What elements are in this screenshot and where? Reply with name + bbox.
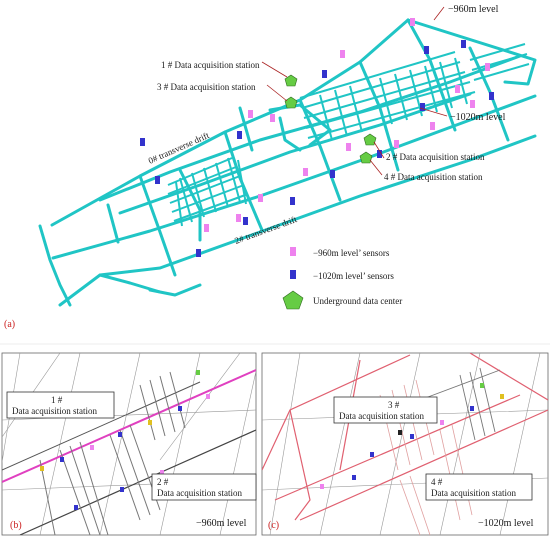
box-3-number: 3 # [388,400,400,410]
panel-b-level: −960m level [196,518,247,529]
panel-b-box-1: 1 # Data acquisition station [6,391,115,419]
legend-label-1020: −1020m level’ sensors [313,271,394,281]
tunnel-network [38,18,537,307]
box-1-text: Data acquisition station [12,406,97,416]
data-centers [284,74,377,164]
box-1-number: 1 # [51,395,63,405]
station-4-label: 4 # Data acquisition station [384,172,483,182]
box-4-number: 4 # [431,477,443,487]
stope-zone-left [167,157,249,227]
sensors-960 [204,18,490,232]
station-2-label: 2 # Data acquisition station [386,152,485,162]
panel-a-tag: (a) [4,319,15,330]
box-2-number: 2 # [157,477,169,487]
panel-c-box-4: 4 # Data acquisition station [425,473,533,501]
legend-swatch-960 [290,247,296,256]
station-4-marker [359,151,373,164]
panel-c: 3 # Data acquisition station 4 # Data ac… [261,352,549,536]
station-3-label: 3 # Data acquisition station [157,82,256,92]
panel-c-tag: (c) [268,520,279,531]
legend-label-960: −960m level’ sensors [313,248,390,258]
panel-b-tag: (b) [10,520,22,531]
station-1-marker [284,74,298,87]
legend-swatch-1020 [290,270,296,279]
panel-b: 1 # Data acquisition station 2 # Data ac… [1,352,257,536]
panel-c-level: −1020m level [478,518,534,529]
station-2-marker [363,133,377,146]
box-4-text: Data acquisition station [431,488,516,498]
level-1020-label: −1020m level [450,112,506,123]
legend: −960m level’ sensors −1020m level’ senso… [282,247,402,310]
legend-swatch-center [282,290,304,310]
sensors-1020 [140,40,494,257]
panel-c-box-3: 3 # Data acquisition station [333,396,438,424]
callout-lines [261,6,448,176]
panel-a: −960m level −1020m level 1 # Data acquis… [4,4,537,330]
panel-b-sensors [40,370,210,510]
stope-zone-right [299,43,530,141]
box-2-text: Data acquisition station [157,488,242,498]
panel-b-box-2: 2 # Data acquisition station [151,473,257,501]
station-1-label: 1 # Data acquisition station [161,60,260,70]
level-960-label: −960m level [448,4,499,15]
box-3-text: Data acquisition station [339,411,424,421]
panel-c-sensors [320,383,504,489]
station-3-marker [284,96,298,109]
legend-label-center: Underground data center [313,296,402,306]
